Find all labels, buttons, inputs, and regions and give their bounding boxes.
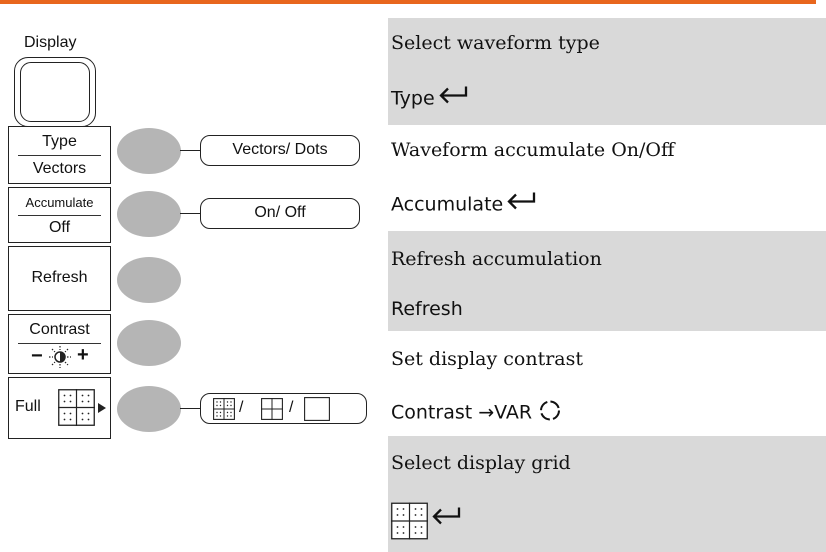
grid-full-icon [391,502,428,540]
grid-full-icon [58,389,95,426]
grid-separator: / [239,399,244,416]
desc-waveform-accumulate: Waveform accumulate On/Off [391,139,675,161]
display-key-label: Display [24,34,77,51]
desc-type: Type [391,84,469,109]
submenu-arrow-icon [98,403,106,413]
desc-row-10 [388,490,826,552]
desc-select-waveform-type: Select waveform type [391,32,600,54]
variable-knob-icon [540,400,561,421]
desc-refresh: Refresh [391,297,463,320]
menu-contrast[interactable]: Contrast − + [8,314,111,374]
desc-row-4: Accumulate [388,175,826,231]
grid-separator: / [289,399,294,416]
menu-full[interactable]: Full [8,377,111,439]
desc-row-5: Refresh accumulation [388,231,826,286]
desc-row-6: Refresh [388,286,826,331]
connector-line [180,213,204,214]
desc-row-2: Type [388,68,826,125]
menu-divider [18,215,101,216]
desc-row-9: Select display grid [388,436,826,490]
menu-type-title: Type [42,133,77,150]
softkey-type[interactable] [117,128,181,174]
desc-row-8: Contrast →VAR [388,386,826,436]
grid-cross-icon [261,398,283,420]
enter-arrow-icon [507,192,536,210]
desc-accumulate: Accumulate [391,191,537,216]
softkey-accumulate[interactable] [117,191,181,237]
menu-divider [18,343,101,344]
grid-frame-icon [304,397,330,421]
menu-refresh[interactable]: Refresh [8,246,111,311]
grid-full-icon [213,398,235,420]
contrast-plus-icon: + [77,344,89,366]
connector-line [180,408,204,409]
display-key[interactable] [14,57,96,127]
menu-accumulate-title: Accumulate [25,195,94,210]
enter-arrow-icon [439,86,467,103]
desc-row-1: Select waveform type [388,18,826,68]
connector-line [180,150,204,151]
enter-arrow-icon [432,507,461,525]
desc-refresh-accumulation: Refresh accumulation [391,247,602,270]
menu-divider [18,155,101,156]
display-key-face [20,62,90,122]
desc-row-3: Waveform accumulate On/Off [388,125,826,175]
menu-accumulate-value: Off [48,219,71,236]
menu-full-title: Full [15,398,41,415]
option-grid-types: / / [200,393,367,424]
softkey-full[interactable] [117,386,181,432]
desc-grid-select [391,502,462,540]
option-vectors-dots: Vectors/ Dots [200,135,360,166]
desc-select-display-grid: Select display grid [391,452,571,474]
desc-row-7: Set display contrast [388,331,826,386]
menu-type-value: Vectors [32,160,87,177]
menu-accumulate[interactable]: Accumulate Off [8,187,111,243]
menu-refresh-title: Refresh [31,269,88,286]
option-on-off: On/ Off [200,198,360,229]
softkey-contrast[interactable] [117,320,181,366]
brightness-icon [49,346,71,368]
menu-contrast-title: Contrast [29,321,90,338]
desc-set-display-contrast: Set display contrast [391,347,584,370]
contrast-minus-icon: − [31,345,43,367]
softkey-refresh[interactable] [117,257,181,303]
accent-bar [0,0,816,4]
desc-contrast-var: Contrast →VAR [391,399,562,424]
menu-type[interactable]: Type Vectors [8,126,111,184]
